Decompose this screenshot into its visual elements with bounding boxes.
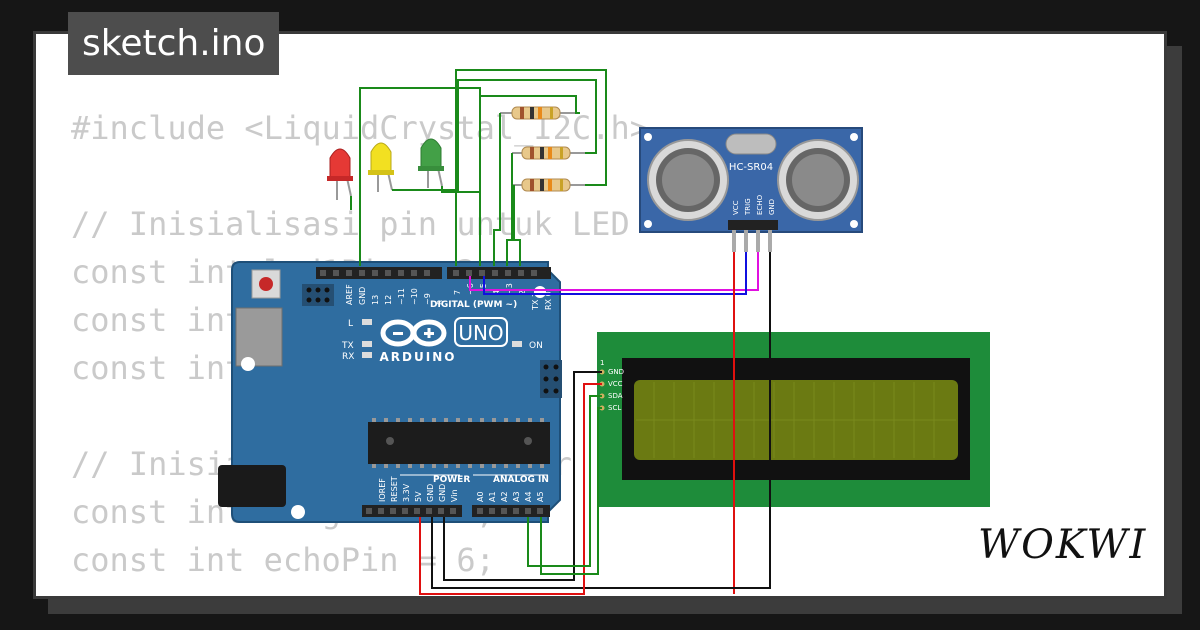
wokwi-logo: WOKWI: [978, 522, 1148, 568]
pin-label-gnd-2: GND: [438, 484, 447, 502]
rx-label: RX: [342, 352, 354, 362]
pin-label-gnd: GND: [358, 287, 367, 305]
arduino-uno-board: AREF GND 13 12 ~11 ~10 ~9 8 7 ~6 ~5 4 ~3…: [218, 261, 562, 523]
led-yellow: [368, 142, 394, 192]
lcd-pin-scl: SCL: [608, 404, 621, 412]
lcd-pin-sda: SDA: [608, 392, 623, 400]
pin-label-11: ~11: [397, 288, 406, 305]
tx-label: TX: [341, 341, 354, 351]
pin-label-8: 8: [436, 300, 445, 305]
wire-black-lcd-gnd: [443, 371, 602, 581]
pin-label-gnd-1: GND: [426, 484, 435, 502]
pin-label-vin: Vin: [450, 489, 459, 502]
wire-green-8: [513, 185, 521, 266]
board-brand: ARDUINO: [380, 350, 457, 364]
pin-label-13: 13: [371, 295, 380, 305]
board-name: UNO: [458, 321, 503, 345]
pin-label-tx: TX 1: [531, 292, 540, 311]
wire-magenta-trig: [469, 252, 759, 291]
pin-label-4: 4: [492, 290, 501, 295]
wire-green-7: [506, 153, 513, 266]
wire-blue-echo: [483, 252, 747, 295]
sensor-name: HC-SR04: [729, 162, 773, 173]
pin-label-10: ~10: [410, 288, 419, 305]
arduino-logo-icon: [380, 319, 447, 347]
pin-label-aref: AREF: [345, 284, 354, 305]
file-name-title: sketch.ino: [68, 12, 280, 75]
wire-green-3: [455, 69, 607, 266]
wires: [350, 69, 771, 595]
wire-green-5: [441, 95, 580, 193]
pin-label-a5: A5: [536, 491, 545, 502]
led-red: [327, 148, 353, 200]
resistor-3: [512, 178, 585, 192]
pin-label-9: ~9: [423, 293, 432, 305]
lcd-pin-vcc: VCC: [608, 380, 623, 388]
sensor-pin-trig: TRIG: [744, 198, 752, 216]
wire-green-scl: [540, 407, 602, 575]
led-green: [418, 138, 444, 188]
reset-button[interactable]: [259, 277, 273, 291]
pin-label-ioref: IOREF: [378, 478, 387, 502]
wire-black-gnd: [431, 252, 771, 589]
pin-label-rx: RX 0: [544, 291, 553, 310]
lcd-display: 1 GND VCC SDA SCL: [597, 332, 990, 507]
pin-label-2: 2: [518, 290, 527, 295]
pin-label-a3: A3: [512, 491, 521, 502]
wire-green-sda: [527, 395, 602, 567]
sensor-pin-echo: ECHO: [756, 194, 764, 215]
digital-header-right: [447, 267, 551, 279]
lcd-pin-gnd: GND: [608, 368, 624, 376]
pin-label-5v: 5V: [414, 491, 423, 502]
pin-label-a4: A4: [524, 491, 533, 502]
microcontroller-chip: [368, 422, 550, 464]
pin-label-12: 12: [384, 295, 393, 305]
on-label: ON: [529, 341, 543, 351]
wire-green-6: [493, 113, 501, 266]
power-header: [362, 505, 462, 517]
resistor-2: [512, 146, 585, 160]
code-line: // Inisialisasi pin untuk LED: [71, 205, 630, 243]
pin-label-7: 7: [453, 290, 462, 295]
pin-label-reset: RESET: [390, 476, 399, 502]
wire-green-4: [392, 79, 597, 191]
l-label: L: [348, 319, 353, 329]
lcd-pin1-label: 1: [600, 359, 604, 367]
power-label: POWER: [433, 475, 470, 485]
sensor-pin-gnd: GND: [768, 199, 776, 215]
usb-port: [235, 307, 283, 367]
pin-label-a0: A0: [476, 491, 485, 502]
pin-label-3v3: 3.3V: [402, 483, 411, 502]
sensor-pin-vcc: VCC: [732, 200, 740, 215]
pin-label-a1: A1: [488, 491, 497, 502]
hc-sr04-sensor: HC-SR04 VCC TRIG ECHO GND: [639, 127, 863, 252]
digital-label: DIGITAL (PWM ~): [430, 300, 517, 310]
power-jack: [218, 465, 286, 507]
pin-label-a2: A2: [500, 491, 509, 502]
code-line: #include <LiquidCrystal_I2C.h>: [71, 109, 649, 147]
resistor-1: [500, 106, 580, 120]
wire-red-5v: [419, 383, 602, 595]
code-line: const int echoPin = 6;: [71, 541, 495, 579]
analog-label: ANALOG IN: [493, 475, 549, 485]
